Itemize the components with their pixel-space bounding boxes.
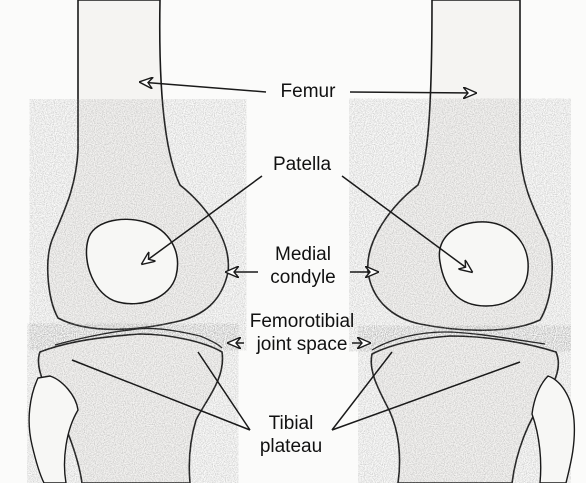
label-medial-condyle: Medial condyle: [258, 243, 348, 289]
label-femur: Femur: [268, 80, 348, 103]
label-patella: Patella: [258, 153, 346, 176]
label-tibial-plateau: Tibial plateau: [250, 412, 332, 458]
label-tibial-plateau-line1: Tibial: [250, 412, 332, 435]
label-medial-condyle-line1: Medial: [258, 243, 348, 266]
label-femur-text: Femur: [281, 81, 336, 102]
label-tibial-plateau-line2: plateau: [250, 435, 332, 458]
label-medial-condyle-line2: condyle: [258, 266, 348, 289]
label-joint-space-line2: joint space: [238, 333, 366, 356]
arrow-femur-right: [350, 92, 476, 93]
right-fibula: [532, 376, 574, 483]
label-patella-text: Patella: [273, 154, 331, 175]
label-joint-space: Femorotibial joint space: [238, 310, 366, 356]
right-patella: [439, 222, 528, 306]
left-patella: [86, 219, 177, 303]
label-joint-space-line1: Femorotibial: [238, 310, 366, 333]
right-knee: [368, 0, 575, 483]
